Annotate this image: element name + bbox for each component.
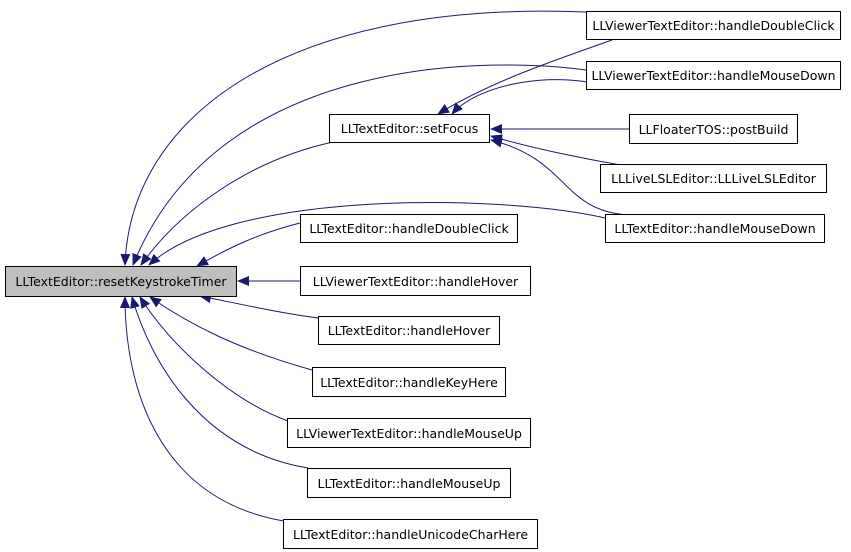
node-live-lsl-editor-ctor[interactable]: LLLiveLSLEditor::LLLiveLSLEditor xyxy=(600,164,827,193)
edge-root-setfocus xyxy=(140,141,334,266)
node-floater-tos-post-build[interactable]: LLFloaterTOS::postBuild xyxy=(629,114,798,144)
node-vte-handle-double-click[interactable]: LLViewerTextEditor::handleDoubleClick xyxy=(586,11,841,40)
edge-setfocus-livelsl-ctor xyxy=(490,134,633,168)
node-te-handle-key-here[interactable]: LLTextEditor::handleKeyHere xyxy=(312,367,506,397)
node-te-handle-double-click[interactable]: LLTextEditor::handleDoubleClick xyxy=(300,214,518,243)
node-vte-handle-hover[interactable]: LLViewerTextEditor::handleHover xyxy=(300,266,531,296)
node-vte-handle-mouse-up[interactable]: LLViewerTextEditor::handleMouseUp xyxy=(287,418,531,448)
node-te-handle-mouse-up[interactable]: LLTextEditor::handleMouseUp xyxy=(307,468,511,498)
node-vte-handle-mouse-down[interactable]: LLViewerTextEditor::handleMouseDown xyxy=(586,61,841,90)
edge-root-vte-handlemousedown xyxy=(132,64,587,266)
edge-root-te-handlemousedown xyxy=(148,202,606,266)
node-set-focus[interactable]: LLTextEditor::setFocus xyxy=(329,114,490,143)
edge-root-te-handledoubleclick xyxy=(196,222,301,267)
node-te-handle-hover[interactable]: LLTextEditor::handleHover xyxy=(318,316,500,345)
edge-root-te-handlekeyhere xyxy=(149,296,313,371)
edge-root-te-handleunicodecharhere xyxy=(120,296,285,522)
node-te-handle-mouse-down[interactable]: LLTextEditor::handleMouseDown xyxy=(605,214,825,243)
edge-root-te-handlehover xyxy=(199,293,319,319)
edge-root-vte-handlemouseup xyxy=(139,296,289,422)
edge-root-te-handlemouseup xyxy=(130,296,309,469)
node-reset-keystroke-timer[interactable]: LLTextEditor::resetKeystrokeTimer xyxy=(5,266,237,297)
node-te-handle-unicode-char-here[interactable]: LLTextEditor::handleUnicodeCharHere xyxy=(283,519,538,549)
edge-root-vte-handledoubleclick xyxy=(120,10,587,266)
edge-setfocus-te-handlemousedown xyxy=(490,137,629,216)
